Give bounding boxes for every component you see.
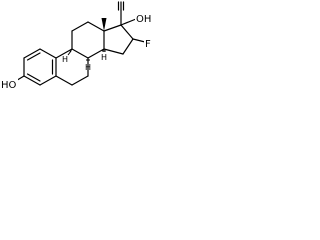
ring-a	[23, 48, 57, 86]
stereo-hydrogens	[67, 48, 106, 61]
methyl-wedge	[101, 18, 107, 31]
label-ho: HO	[1, 80, 17, 91]
ethynyl-group	[117, 1, 125, 26]
label-oh-17: OH	[136, 14, 151, 25]
ring-b	[55, 48, 89, 86]
label-h-9: H	[62, 55, 68, 64]
ring-c	[71, 21, 105, 59]
labels: HO OH F H H H	[0, 12, 155, 91]
fluoro-bond	[132, 38, 146, 43]
estradiol-structure-diagram: HO OH F H H H	[0, 1, 155, 91]
oh-17-bond	[120, 18, 137, 26]
label-fluorine: F	[145, 39, 151, 50]
label-h-14: H	[101, 53, 107, 62]
ring-d	[103, 24, 134, 55]
label-h-8: H	[85, 63, 91, 72]
